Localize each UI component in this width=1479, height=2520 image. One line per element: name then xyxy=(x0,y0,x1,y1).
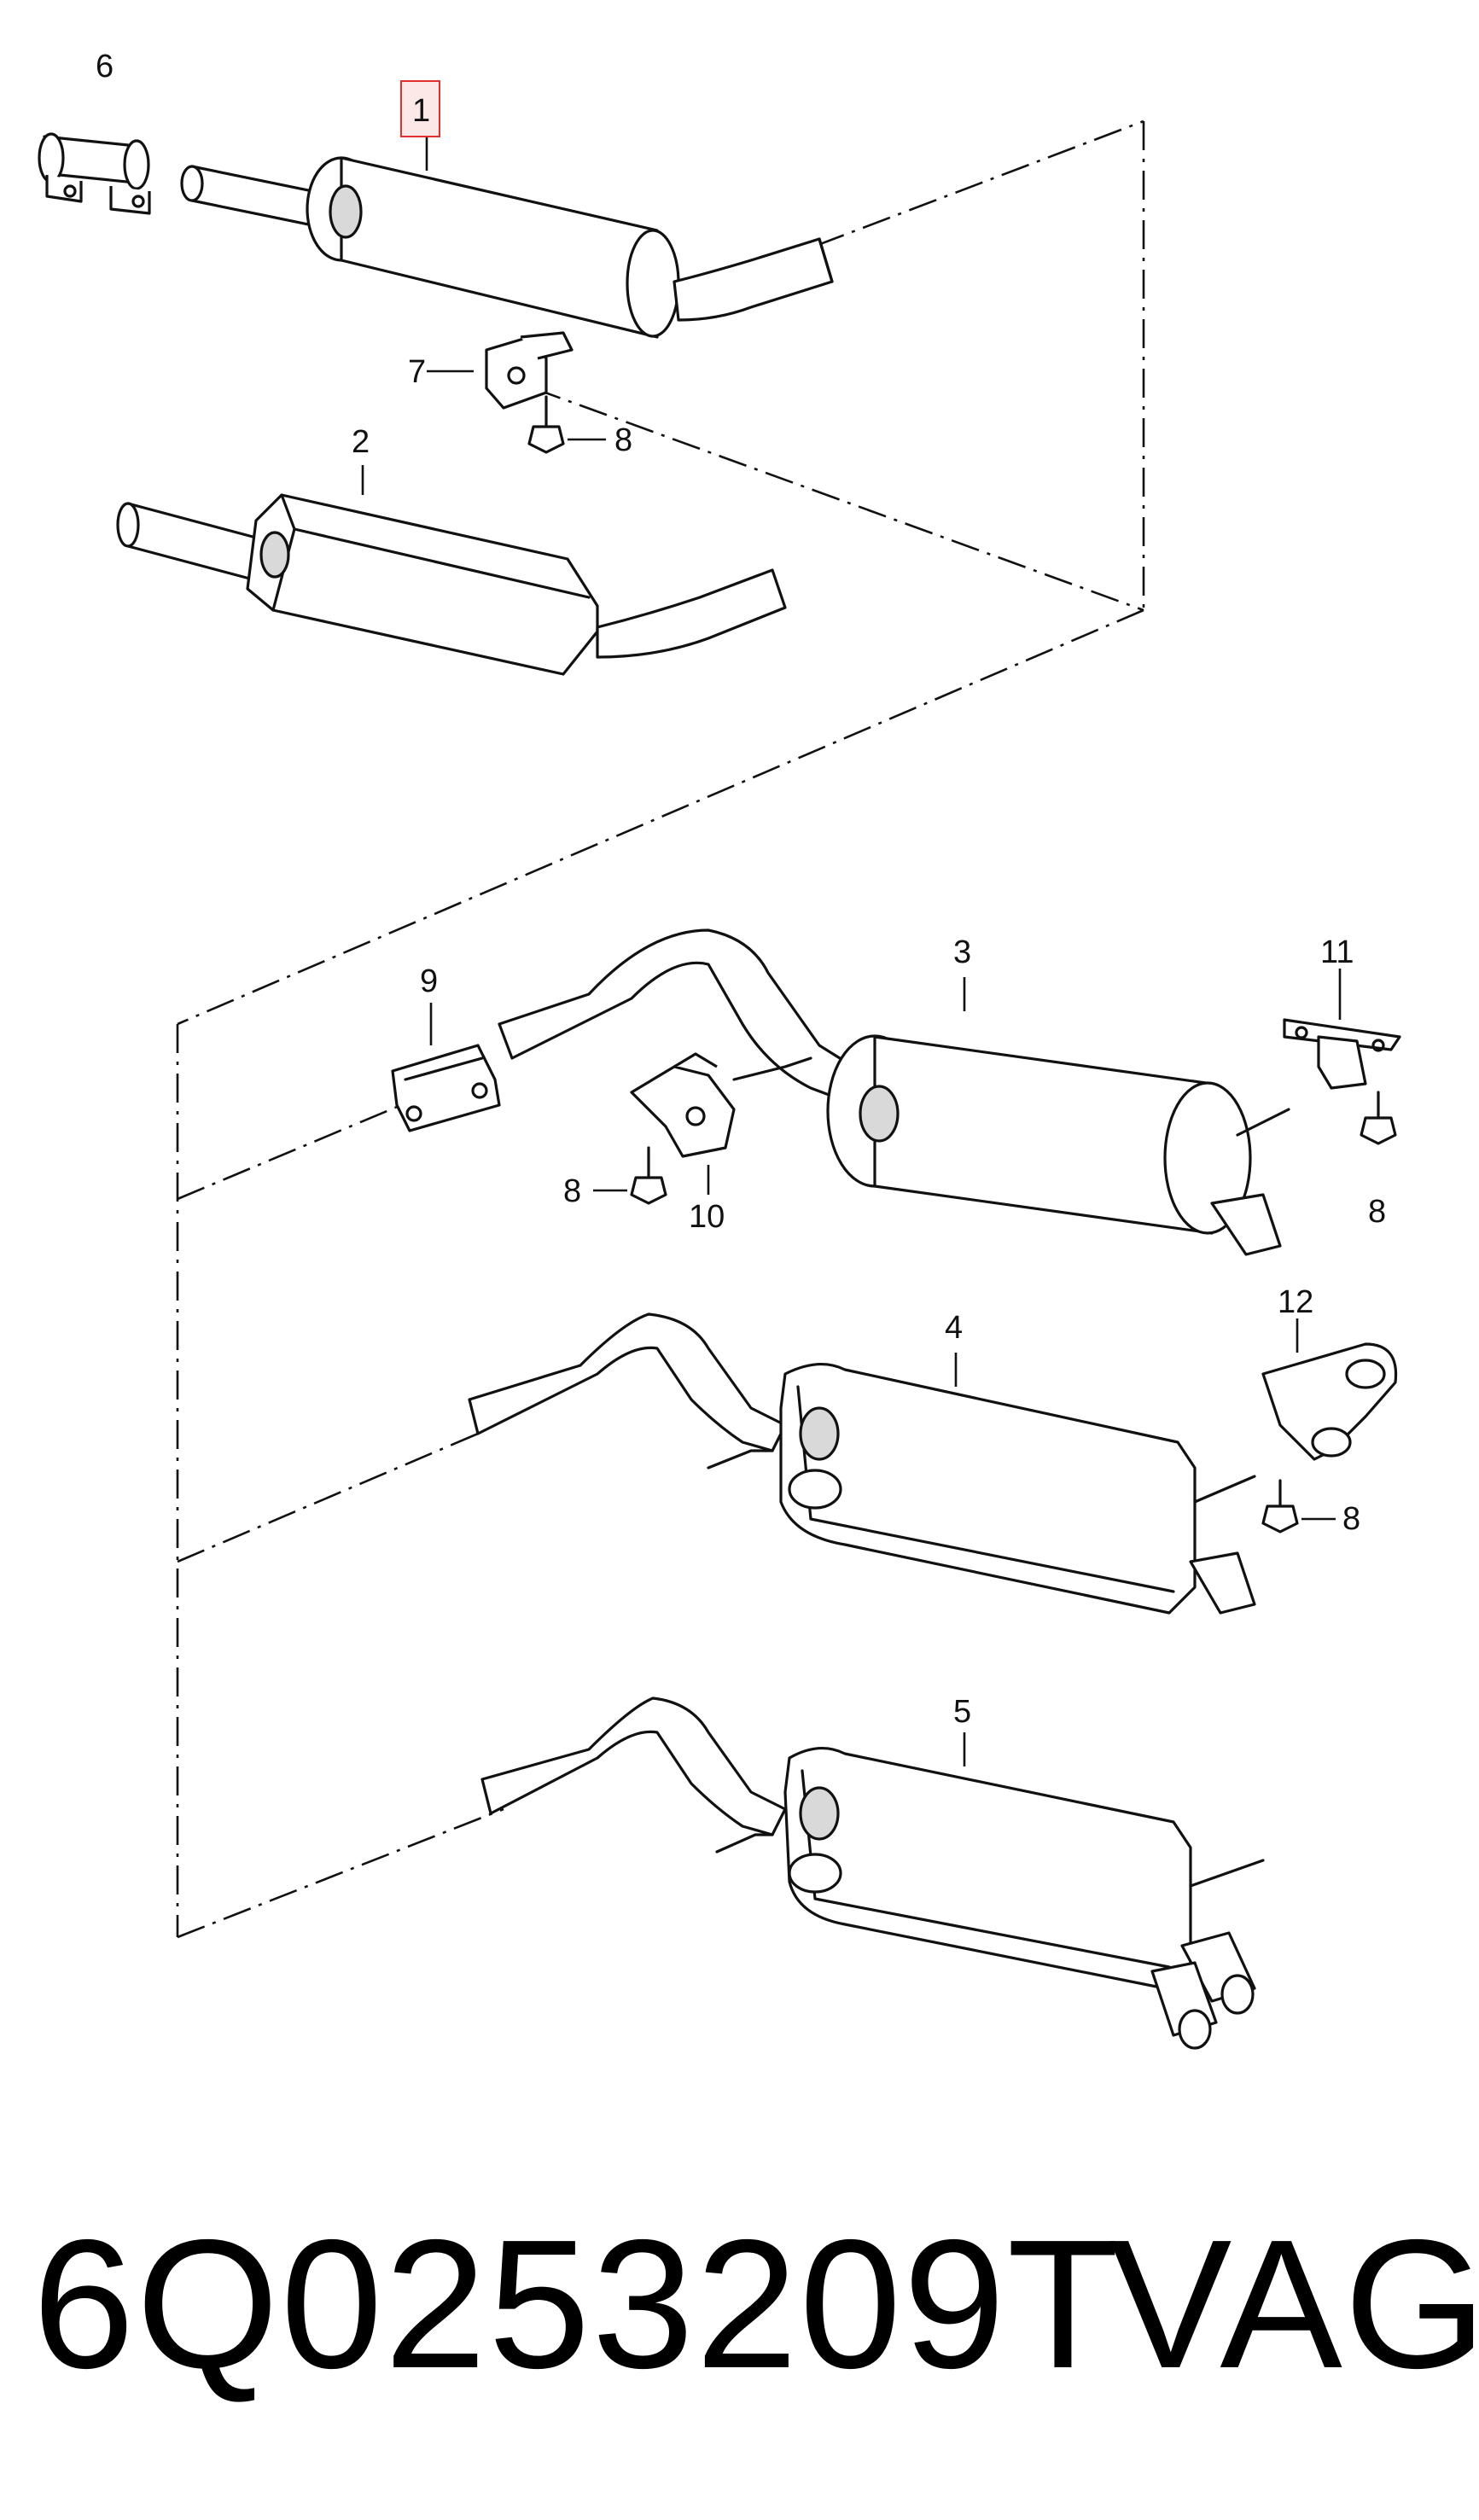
label-part-9[interactable]: 9 xyxy=(420,963,438,999)
label-part-2[interactable]: 2 xyxy=(352,424,370,460)
part-number: 6Q0253209T xyxy=(32,2201,1121,2407)
label-part-11[interactable]: 11 xyxy=(1320,934,1354,970)
label-part-8-right[interactable]: 8 xyxy=(1368,1194,1386,1230)
label-part-7[interactable]: 7 xyxy=(408,354,426,390)
part-8-bolt-top[interactable] xyxy=(527,395,606,454)
label-part-8-mid-left[interactable]: 8 xyxy=(563,1173,581,1209)
part-5-rear-silencer-dual-tip[interactable] xyxy=(480,1696,1265,2050)
label-part-5[interactable]: 5 xyxy=(953,1694,971,1730)
label-part-12[interactable]: 12 xyxy=(1278,1284,1313,1320)
part-1-front-silencer[interactable] xyxy=(306,94,834,339)
part-4-rear-silencer-variant[interactable] xyxy=(468,1312,1256,1615)
label-part-10[interactable]: 10 xyxy=(689,1199,725,1235)
brand-name: VAG xyxy=(1109,2201,1479,2407)
label-part-1[interactable]: 1 xyxy=(412,93,430,129)
label-part-6[interactable]: 6 xyxy=(96,49,114,84)
part-8-bolt-mid-left[interactable] xyxy=(593,1146,667,1205)
reference-lines xyxy=(176,119,1145,1939)
part-7-mounting-clamp[interactable] xyxy=(427,331,574,410)
part-3-rear-silencer[interactable] xyxy=(498,928,1290,1256)
part-2-front-silencer-variant[interactable] xyxy=(116,465,787,676)
part-10-mounting-bracket[interactable] xyxy=(630,1052,736,1195)
highlight-box-part-1 xyxy=(400,80,440,137)
part-8-bolt-lower-right[interactable] xyxy=(1261,1479,1336,1534)
label-part-8-lower-right[interactable]: 8 xyxy=(1342,1501,1360,1537)
label-part-4[interactable]: 4 xyxy=(945,1310,963,1346)
part-8-bolt-right[interactable] xyxy=(1360,1091,1397,1145)
part-labels: 1 6 7 8 2 3 9 11 8 10 8 4 12 8 5 xyxy=(96,49,1386,1730)
part-11-rear-hanger[interactable] xyxy=(1283,969,1401,1090)
part-9-connecting-clamp[interactable] xyxy=(391,1003,501,1132)
label-part-3[interactable]: 3 xyxy=(953,934,971,970)
part-12-rear-hanger-bracket[interactable] xyxy=(1261,1318,1398,1461)
label-part-8-top[interactable]: 8 xyxy=(614,422,632,458)
